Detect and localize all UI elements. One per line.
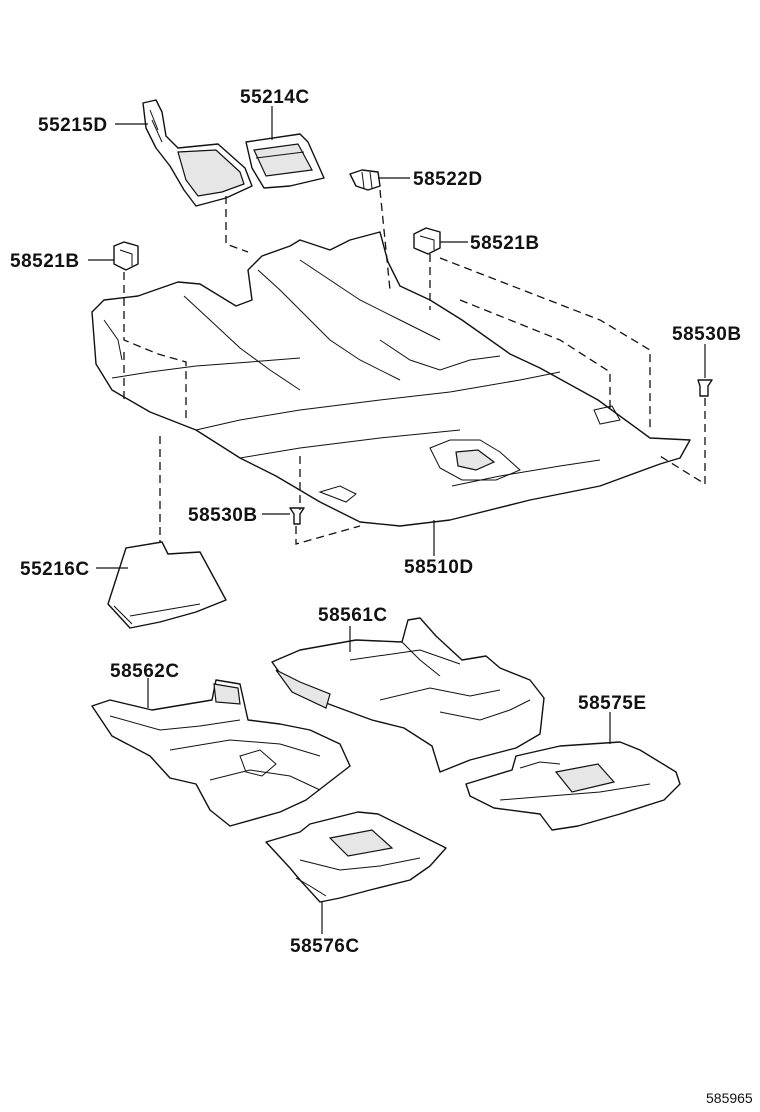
callout-58521B-left[interactable]: 58521B (10, 251, 80, 272)
part-58521B-left[interactable] (113, 241, 139, 271)
assembly-dashed-lines (123, 189, 706, 545)
callout-58521B-right[interactable]: 58521B (470, 233, 540, 254)
callout-58562C[interactable]: 58562C (110, 661, 180, 682)
callout-58530B-right[interactable]: 58530B (672, 324, 742, 345)
callout-58561C[interactable]: 58561C (318, 605, 388, 626)
part-58561C[interactable] (271, 617, 545, 773)
part-58530B-left[interactable] (289, 507, 305, 525)
callout-55216C[interactable]: 55216C (20, 559, 90, 580)
callout-58510D[interactable]: 58510D (404, 557, 474, 578)
part-55216C[interactable] (107, 541, 227, 629)
part-58510D-floor-carpet[interactable] (91, 231, 691, 527)
part-58530B-right[interactable] (697, 379, 713, 397)
part-55215D[interactable] (142, 99, 253, 207)
part-55214C[interactable] (245, 133, 325, 189)
part-58575E[interactable] (465, 741, 681, 831)
callout-55215D[interactable]: 55215D (38, 115, 108, 136)
part-58576C[interactable] (265, 811, 447, 903)
callout-55214C[interactable]: 55214C (240, 87, 310, 108)
callout-58530B-left[interactable]: 58530B (188, 505, 258, 526)
part-58521B-right[interactable] (413, 227, 441, 255)
part-58522D[interactable] (349, 169, 381, 191)
callout-58576C[interactable]: 58576C (290, 936, 360, 957)
figure-code: 585965 (706, 1090, 753, 1106)
callout-58522D[interactable]: 58522D (413, 169, 483, 190)
part-58562C[interactable] (91, 679, 351, 827)
callout-58575E[interactable]: 58575E (578, 693, 647, 714)
